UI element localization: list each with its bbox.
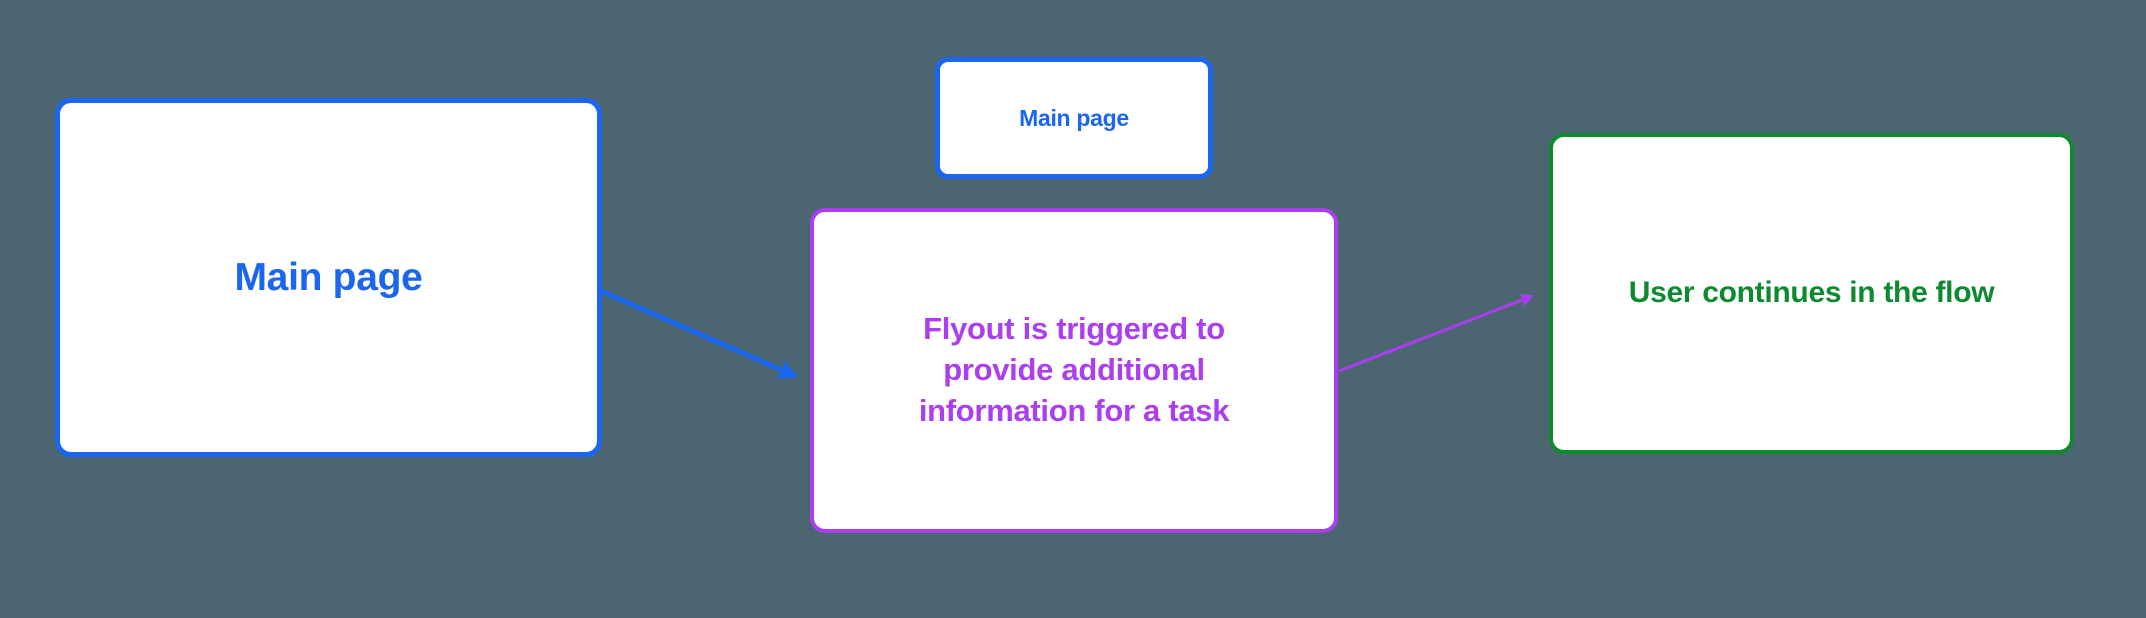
node-user-continues-label: User continues in the flow [1628, 276, 1995, 310]
node-main-page-left-label: Main page [234, 255, 423, 299]
node-user-continues[interactable]: User continues in the flow [1549, 133, 2074, 454]
node-flyout[interactable]: Flyout is triggered to provide additiona… [810, 208, 1338, 533]
node-main-page-left[interactable]: Main page [55, 98, 602, 457]
edge-flyout-to-user-continues [1338, 294, 1534, 373]
node-main-page-top-label: Main page [1019, 104, 1129, 131]
node-flyout-label: Flyout is triggered to provide additiona… [918, 311, 1230, 428]
edge-main-page-to-flyout [599, 288, 799, 379]
node-main-page-top[interactable]: Main page [935, 57, 1213, 179]
